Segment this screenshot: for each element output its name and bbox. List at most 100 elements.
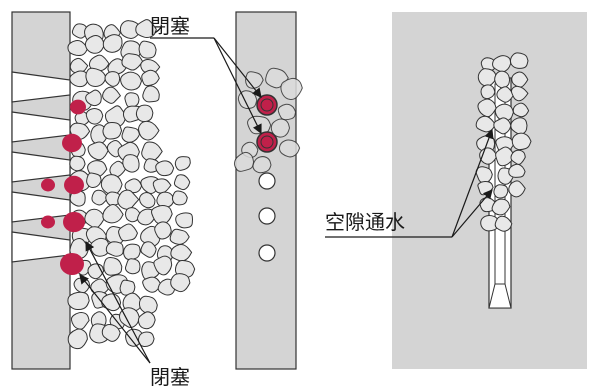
gravel-stone <box>84 34 105 54</box>
gravel-stone <box>492 55 512 73</box>
arrow <box>451 189 493 238</box>
gravel-stone <box>142 85 160 103</box>
gravel-stone <box>233 151 255 172</box>
wall-slots <box>11 71 71 263</box>
blocked-hole-ring <box>260 135 274 149</box>
wall-slot <box>11 71 71 103</box>
arrow <box>85 240 151 364</box>
top-blockage-callout: 閉塞 <box>150 14 262 135</box>
gravel-stone <box>141 141 163 162</box>
gravel-stone <box>475 166 493 184</box>
gravel-stone <box>170 243 193 262</box>
gravel-stone <box>174 156 191 171</box>
blocked-particle <box>63 211 85 233</box>
gravel-stone <box>510 85 529 102</box>
gravel-stone <box>102 122 123 140</box>
gravel-stone <box>247 115 272 135</box>
gravel-stone <box>67 39 89 57</box>
gravel-stone <box>493 184 509 199</box>
arrow <box>79 274 151 364</box>
gravel-stone <box>119 279 136 296</box>
gravel-stone <box>142 276 162 293</box>
gravel-stone <box>69 70 89 88</box>
blocked-hole-ring <box>260 98 274 112</box>
arrow <box>451 128 494 238</box>
gravel-stone <box>84 208 106 229</box>
gravel-stone <box>137 311 156 330</box>
gravel-stone <box>109 160 126 178</box>
gravel-stone <box>69 57 89 74</box>
gravel-stone <box>135 104 154 123</box>
gravel-stone <box>151 204 173 225</box>
gravel-stone <box>104 105 127 128</box>
gravel-stone <box>154 221 172 240</box>
top-blockage-label: 閉塞 <box>150 14 190 38</box>
middle-strip <box>235 11 297 370</box>
gravel-stone <box>122 292 142 312</box>
arrow <box>213 37 262 135</box>
gravel-stone <box>85 89 102 107</box>
gravel-stone <box>152 178 172 194</box>
gravel-stone <box>511 71 529 88</box>
gravel-stone <box>67 291 90 311</box>
gravel-stone <box>169 228 190 245</box>
arrow <box>213 37 262 98</box>
gravel-stone <box>156 191 175 208</box>
gravel-stone <box>477 68 498 87</box>
gravel-stone <box>509 52 529 69</box>
gravel-stone <box>103 256 123 276</box>
gravel-stone <box>100 174 123 196</box>
gravel-stone <box>508 180 526 198</box>
gravel-stone <box>175 212 194 229</box>
gravel-stone <box>119 307 140 329</box>
slot-bottom <box>488 283 512 309</box>
gravel-stone <box>493 117 512 135</box>
gravel-stone <box>511 132 532 151</box>
gravel-stone <box>102 86 122 104</box>
blocked-hole <box>256 94 278 116</box>
gravel-stone <box>73 277 91 294</box>
open-hole <box>258 207 276 225</box>
gravel-stone <box>173 174 191 191</box>
middle-panel <box>233 11 303 370</box>
gravel-stone <box>170 273 191 293</box>
gravel-stone <box>277 103 297 121</box>
gravel-stone <box>69 155 86 172</box>
gravel-stone <box>155 160 175 177</box>
blocked-particles <box>41 99 86 276</box>
bottom-blockage-callout: 閉塞 <box>79 240 190 389</box>
left-panel <box>11 11 196 370</box>
gravel-stone <box>102 203 124 224</box>
gravel-stone <box>495 146 516 167</box>
gravel-stone <box>86 172 102 189</box>
gravel-stone <box>121 126 141 143</box>
gravel-stone <box>135 19 157 39</box>
gravel-stone <box>105 241 124 257</box>
gravel-stone <box>117 189 140 210</box>
gravel-stone <box>494 70 511 89</box>
gravel-stones <box>67 19 196 350</box>
strip-holes <box>256 94 278 262</box>
gap-flow-callout: 空隙通水 <box>325 128 494 238</box>
gravel-stone <box>138 295 158 315</box>
gravel-stone <box>124 258 141 275</box>
gravel-stone <box>85 108 104 125</box>
gravel-stone <box>141 69 160 87</box>
blocked-particle <box>62 133 82 153</box>
gravel-stone <box>138 40 157 59</box>
gravel-stone <box>120 71 143 91</box>
open-hole <box>258 244 276 262</box>
bottom-blockage-label: 閉塞 <box>150 365 190 389</box>
gravel-stone <box>123 243 141 261</box>
gravel-stone <box>104 71 121 87</box>
gravel-stone <box>512 102 530 118</box>
gravel-stone <box>139 192 156 209</box>
gravel-stone <box>122 154 140 173</box>
blocked-particle <box>41 178 55 192</box>
gravel-stone <box>252 156 272 174</box>
gravel-stone <box>101 323 121 342</box>
gap-flow-label: 空隙通水 <box>325 210 405 234</box>
gravel-stone <box>510 149 526 165</box>
gravel-stone <box>171 190 188 206</box>
